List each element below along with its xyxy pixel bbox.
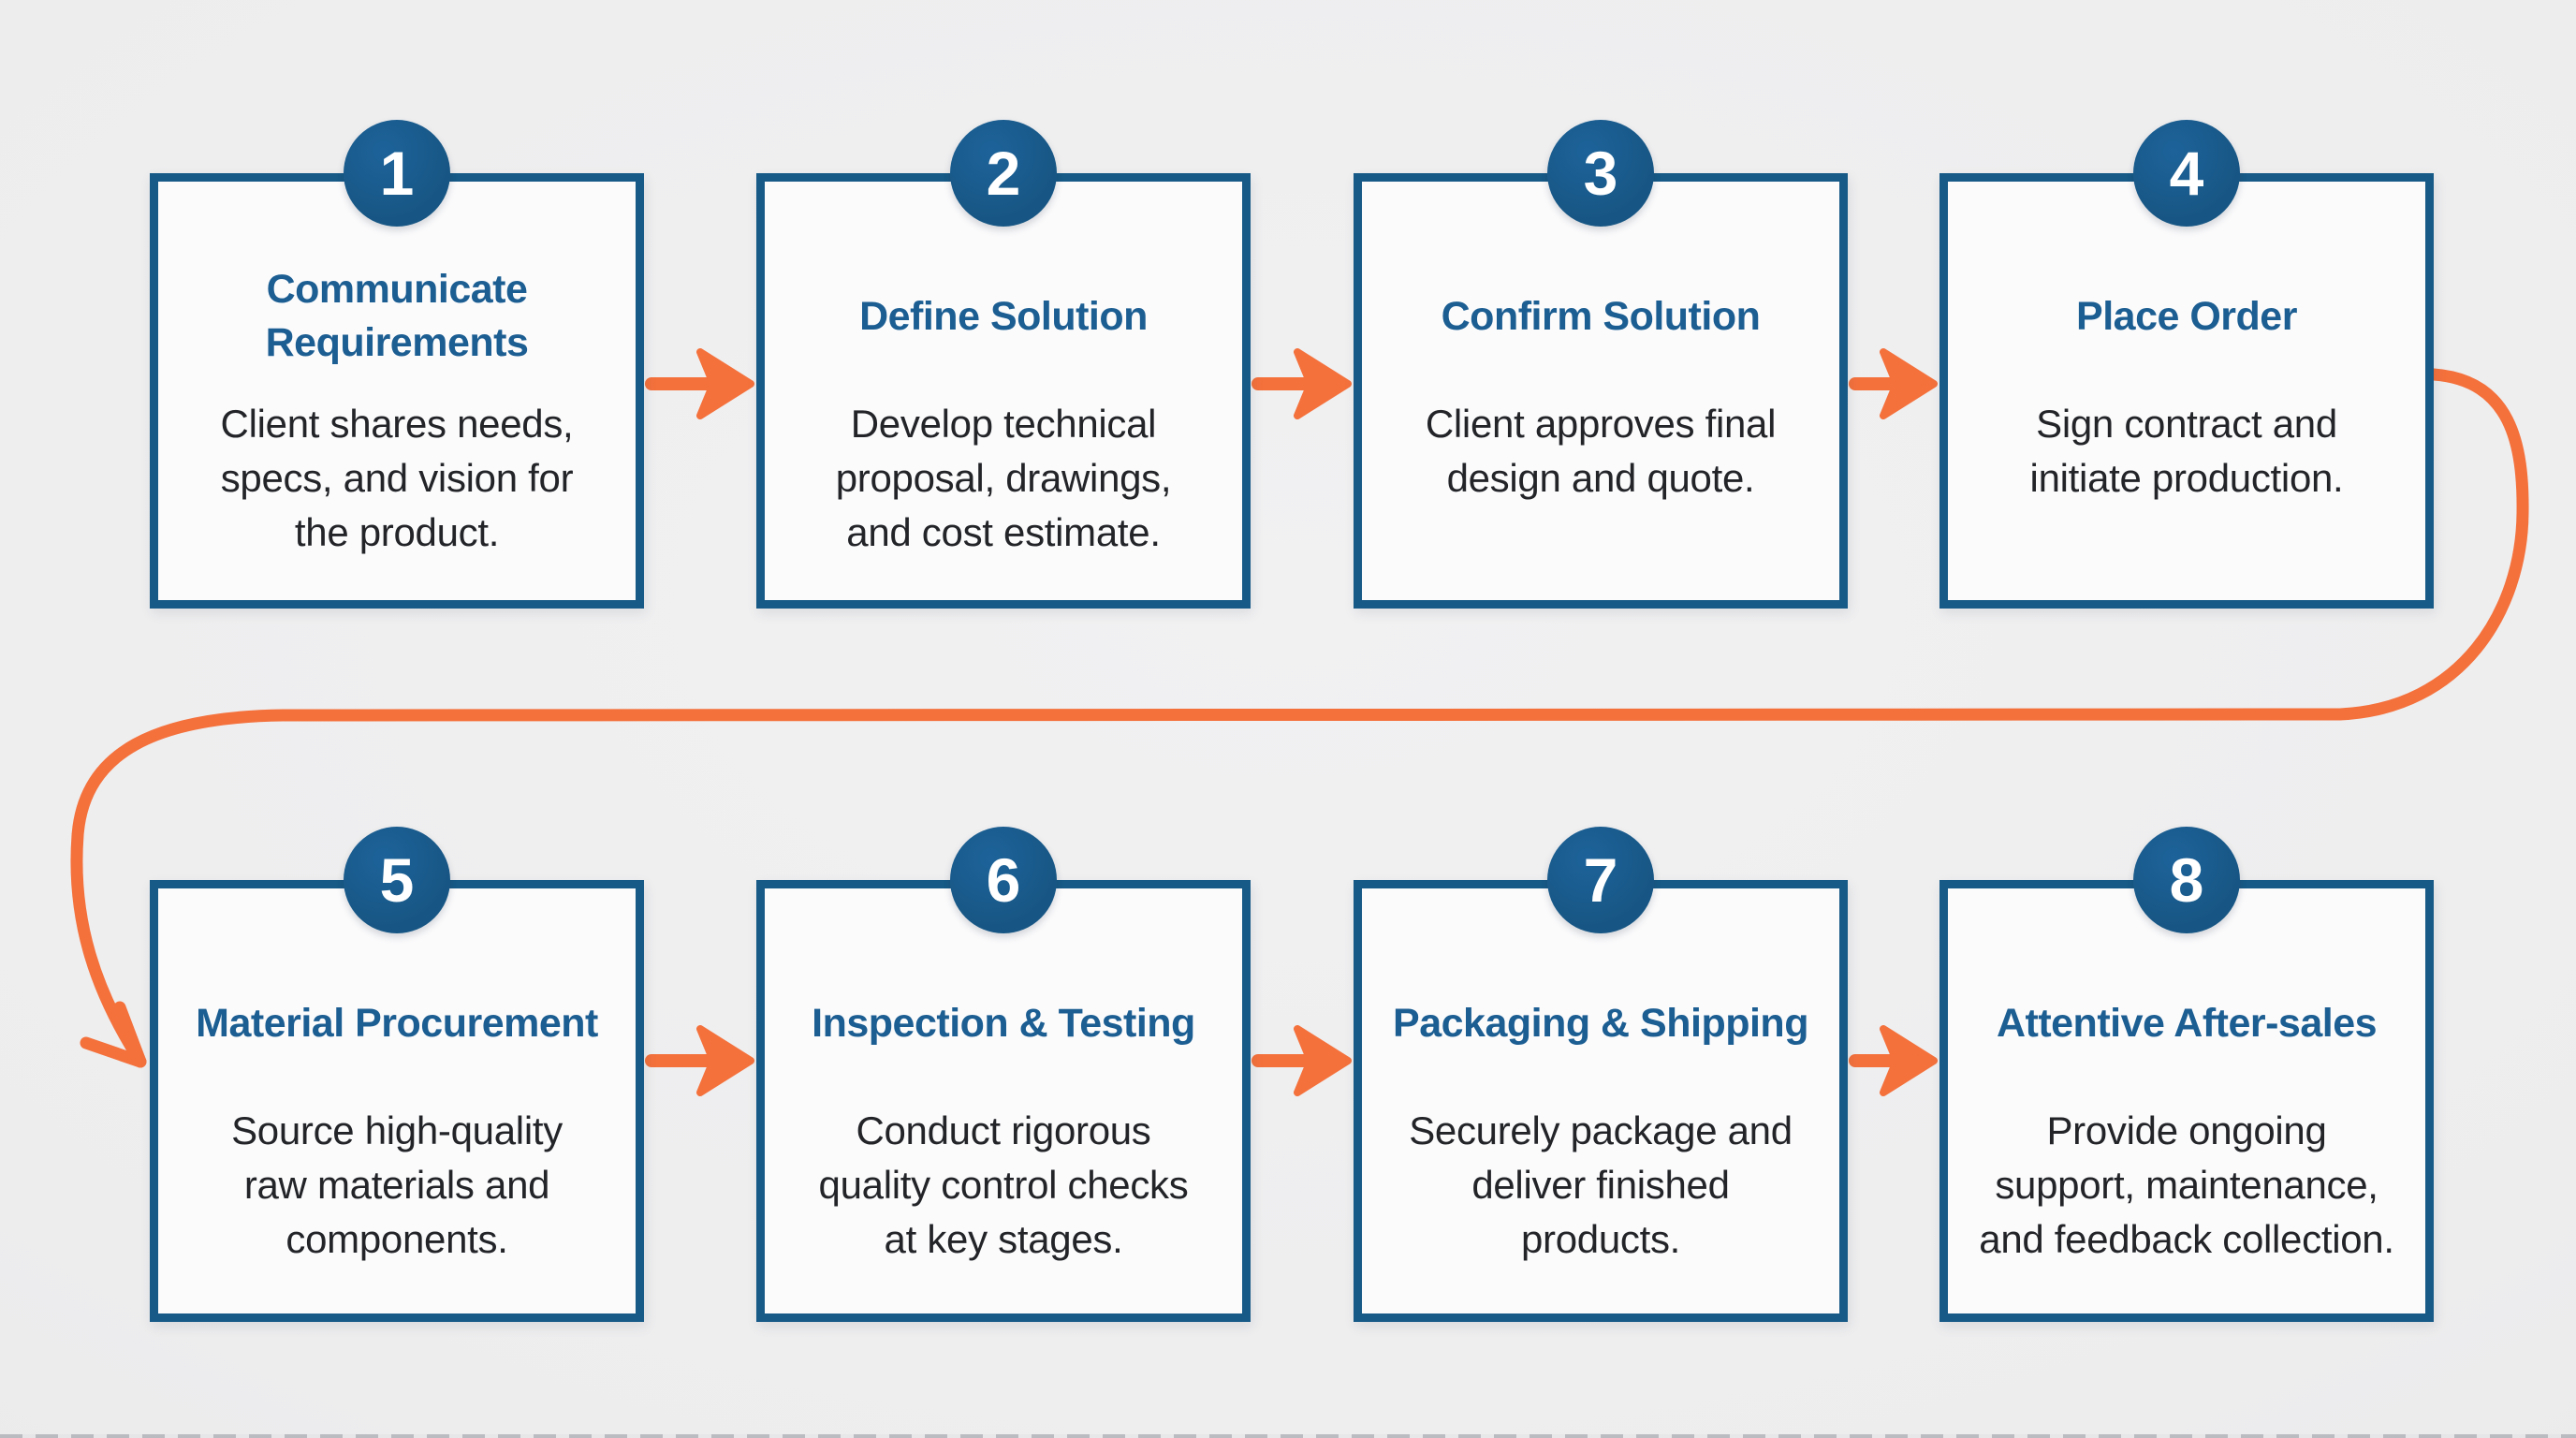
step-title-area: Attentive After-sales xyxy=(1957,950,2416,1096)
step-title-area: Material Procurement xyxy=(168,950,626,1096)
step-number-badge: 2 xyxy=(950,120,1057,227)
step-number-badge: 5 xyxy=(344,827,450,933)
step-title-area: Place Order xyxy=(1957,243,2416,389)
step-title: Attentive After-sales xyxy=(1996,1000,2378,1046)
step-title-area: Confirm Solution xyxy=(1371,243,1830,389)
step-number-badge: 4 xyxy=(2133,120,2240,227)
step-description: Provide ongoing support, maintenance, an… xyxy=(1979,1108,2394,1261)
step-title: Packaging & Shipping xyxy=(1393,1000,1808,1046)
step-description: Develop technical proposal, drawings, an… xyxy=(835,402,1172,554)
step-title-area: Communicate Requirements xyxy=(168,243,626,389)
step-number-badge: 3 xyxy=(1547,120,1654,227)
step-title-area: Inspection & Testing xyxy=(774,950,1233,1096)
arrow-right-icon xyxy=(1849,1025,1938,1096)
step-number-badge: 1 xyxy=(344,120,450,227)
step-title-area: Define Solution xyxy=(774,243,1233,389)
step-title: Place Order xyxy=(2076,293,2297,339)
step-title: Material Procurement xyxy=(196,1000,598,1046)
step-description: Client approves final design and quote. xyxy=(1425,402,1777,500)
step-title: Inspection & Testing xyxy=(812,1000,1195,1046)
bottom-edge-dashes xyxy=(0,1434,2576,1438)
step-title: Define Solution xyxy=(859,293,1148,339)
step-description: Source high-quality raw materials and co… xyxy=(231,1108,563,1261)
arrow-right-icon xyxy=(1849,348,1938,419)
step-title-area: Packaging & Shipping xyxy=(1371,950,1830,1096)
step-number-badge: 8 xyxy=(2133,827,2240,933)
step-description: Securely package and deliver finished pr… xyxy=(1409,1108,1793,1261)
step-description: Client shares needs, specs, and vision f… xyxy=(220,402,574,554)
step-title: Communicate Requirements xyxy=(265,267,529,365)
step-description: Conduct rigorous quality control checks … xyxy=(818,1108,1189,1261)
step-title: Confirm Solution xyxy=(1441,293,1761,339)
arrow-right-icon xyxy=(645,348,754,419)
arrow-right-icon xyxy=(1251,348,1352,419)
step-number-badge: 7 xyxy=(1547,827,1654,933)
wrap-connector-arrow-icon xyxy=(70,368,2529,1068)
arrow-right-icon xyxy=(645,1025,754,1096)
arrow-right-icon xyxy=(1251,1025,1352,1096)
step-number-badge: 6 xyxy=(950,827,1057,933)
step-description: Sign contract and initiate production. xyxy=(2029,402,2344,500)
